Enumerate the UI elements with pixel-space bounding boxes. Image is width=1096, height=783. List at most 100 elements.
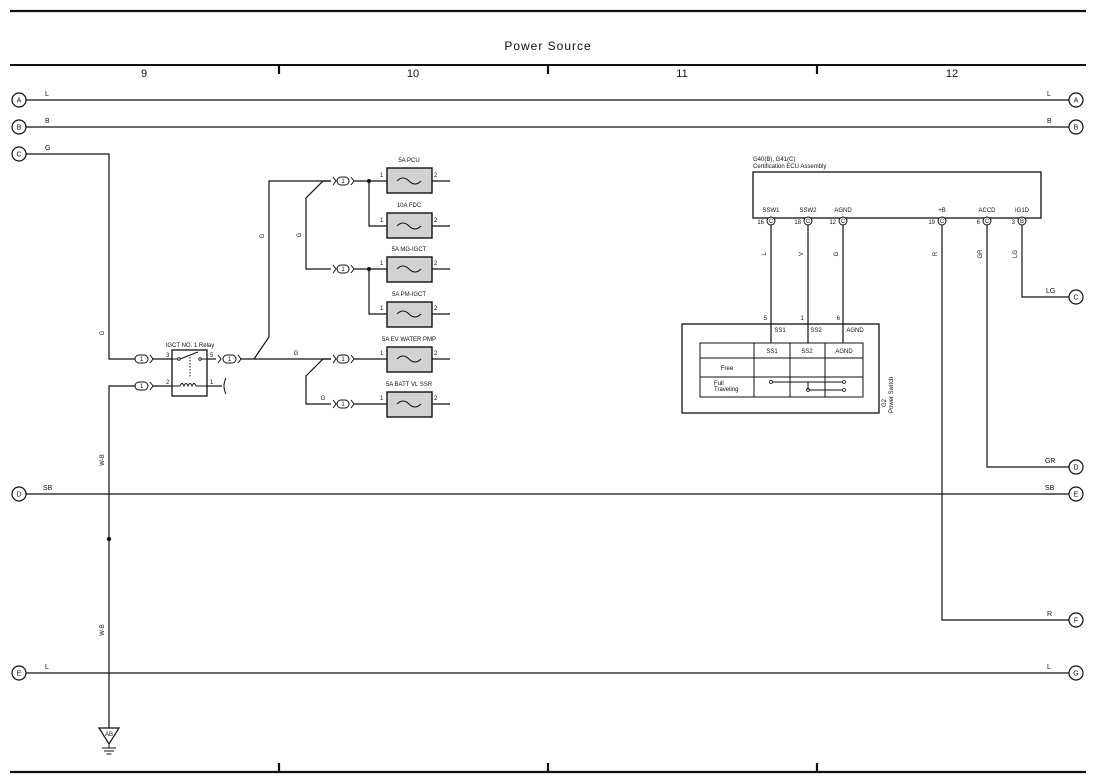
wire-label: R — [933, 251, 939, 256]
svg-text:IG1D: IG1D — [1015, 208, 1030, 214]
connector-right-f: F — [1068, 612, 1084, 628]
wire-plus-b — [941, 225, 1069, 621]
svg-text:12: 12 — [829, 220, 836, 226]
svg-text:5A PM-IGCT: 5A PM-IGCT — [392, 292, 426, 298]
connector-right-g: G — [1068, 665, 1084, 681]
junction-dot — [106, 536, 112, 542]
switch-table: SS1 SS2 AGND Free Full Traveling — [699, 342, 864, 398]
wire-label: L — [45, 664, 49, 671]
column-number: 11 — [676, 68, 687, 80]
svg-text:1: 1 — [380, 218, 384, 224]
svg-text:B: B — [17, 125, 22, 132]
fuse-5a-mg-igct: 5A MG-IGCT 1 2 — [380, 247, 450, 283]
svg-text:D: D — [1073, 465, 1078, 472]
relay-pin-label: 2 — [166, 380, 170, 386]
switch-pin-number: 5 — [764, 316, 768, 322]
svg-text:AB: AB — [105, 732, 113, 738]
switch-row-label: Full — [714, 381, 724, 387]
svg-text:G2: G2 — [882, 398, 888, 407]
svg-text:E: E — [1074, 492, 1079, 499]
switch-pin-label: SS1 — [774, 328, 786, 334]
svg-text:C: C — [1073, 295, 1078, 302]
ground-icon: AB — [97, 727, 121, 755]
wire-label: V — [799, 252, 805, 256]
svg-text:2: 2 — [434, 396, 438, 402]
svg-text:16: 16 — [757, 220, 764, 226]
relay-connector-pin3: 1 — [134, 354, 154, 364]
relay-name: IGCT NO. 1 Relay — [166, 343, 215, 349]
relay-pin-label: 3 — [166, 353, 170, 359]
svg-text:19: 19 — [928, 220, 935, 226]
svg-text:5A PCU: 5A PCU — [398, 158, 419, 164]
svg-text:A: A — [1074, 98, 1079, 105]
wire-fuse-branch — [305, 180, 331, 270]
relay-pin-label: 1 — [210, 380, 214, 386]
wire-label: LG — [1046, 288, 1055, 295]
svg-text:C: C — [806, 219, 811, 225]
svg-text:2: 2 — [434, 218, 438, 224]
connector-right-c: C — [1068, 289, 1084, 305]
wire-label: LG — [1013, 250, 1019, 258]
svg-text:6: 6 — [977, 220, 981, 226]
svg-text:1: 1 — [341, 402, 345, 408]
wire-fuse-feed — [368, 181, 387, 227]
fuse-connector: 1 — [332, 399, 355, 409]
wire-label: W-B — [100, 454, 106, 466]
wire-label: G — [100, 330, 106, 335]
fuse-10a-fdc: 10A FDC 1 2 — [380, 203, 450, 239]
wire-label: G — [260, 233, 266, 238]
wire-label: G — [321, 396, 326, 402]
wire-label: SB — [1045, 485, 1055, 492]
svg-text:SS2: SS2 — [801, 349, 813, 355]
connector-right-e: E — [1068, 486, 1084, 502]
svg-text:1: 1 — [380, 173, 384, 179]
fuse-5a-pcu: 5A PCU 1 2 — [380, 158, 450, 194]
connector-left-a: A — [11, 92, 27, 108]
wire-label: L — [45, 91, 49, 98]
ecu-ref: G40(B), G41(C) — [753, 157, 795, 163]
svg-text:1: 1 — [341, 357, 345, 363]
connector-left-e: E — [11, 665, 27, 681]
wire-label: SB — [43, 485, 53, 492]
wire-label: B — [45, 118, 50, 125]
wire-label: GR — [978, 249, 984, 259]
svg-text:Free: Free — [721, 366, 734, 372]
svg-text:B: B — [1020, 219, 1024, 225]
wire-label: G — [297, 232, 303, 237]
wire-relay-feed — [26, 153, 135, 360]
svg-text:1: 1 — [380, 351, 384, 357]
svg-text:AGND: AGND — [834, 208, 852, 214]
switch-pin-label: AGND — [846, 328, 864, 334]
ecu-terminal-plus-b: +B 19 C — [928, 208, 947, 226]
svg-text:18: 18 — [794, 220, 801, 226]
svg-text:F: F — [1074, 618, 1078, 625]
column-number: 10 — [407, 68, 419, 80]
svg-text:C: C — [940, 219, 945, 225]
wire-label: L — [1047, 91, 1051, 98]
switch-pin-number: 6 — [837, 316, 841, 322]
fuse-connector: 1 — [332, 176, 355, 186]
fuse-5a-ev-water-pmp: 5A EV WATER PMP 1 2 — [380, 337, 450, 373]
ecu-body — [752, 171, 1042, 219]
fuse-connector: 1 — [332, 264, 355, 274]
column-number: 9 — [141, 68, 147, 80]
connector-right-d: D — [1068, 459, 1084, 475]
svg-text:1: 1 — [341, 267, 345, 273]
wire-label: B — [1047, 118, 1052, 125]
switch-row-label: Traveling — [714, 387, 738, 393]
svg-text:G: G — [1073, 671, 1078, 678]
svg-text:5A EV WATER PMP: 5A EV WATER PMP — [382, 337, 436, 343]
wire-label: G — [834, 251, 840, 256]
relay-pin-label: 5 — [210, 353, 214, 359]
wire-label: G — [294, 351, 299, 357]
svg-text:C: C — [985, 219, 990, 225]
fuse-5a-pm-igct: 5A PM-IGCT 1 2 — [380, 292, 450, 328]
wire-label: GR — [1045, 458, 1056, 465]
svg-text:1: 1 — [140, 384, 144, 390]
svg-text:1: 1 — [380, 306, 384, 312]
svg-text:C: C — [769, 219, 774, 225]
connector-left-c: C — [11, 146, 27, 162]
svg-text:B: B — [1074, 125, 1079, 132]
wire-accd — [986, 225, 1069, 468]
svg-text:C: C — [841, 219, 846, 225]
